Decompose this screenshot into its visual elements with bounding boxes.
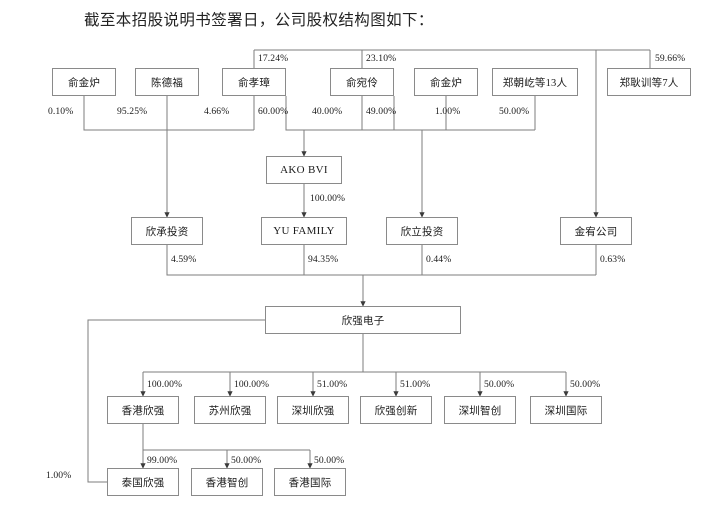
pct-1-00-thai: 1.00%: [46, 470, 72, 481]
pct-top-59-66: 59.66%: [655, 53, 686, 64]
pct-100-00-hk: 100.00%: [147, 379, 183, 390]
node-chen-defu[interactable]: 陈德福: [135, 68, 199, 96]
node-yu-jinlu-1[interactable]: 俞金炉: [52, 68, 116, 96]
node-yu-xiaozhang[interactable]: 俞孝璋: [222, 68, 286, 96]
pct-4-66: 4.66%: [204, 106, 230, 117]
pct-4-59: 4.59%: [171, 254, 197, 265]
pct-0-10: 0.10%: [48, 106, 74, 117]
node-shenzhen-zhichuang[interactable]: 深圳智创: [444, 396, 516, 424]
node-xinqiang-chuangxin[interactable]: 欣强创新: [360, 396, 432, 424]
pct-0-44: 0.44%: [426, 254, 452, 265]
pct-95-25: 95.25%: [117, 106, 148, 117]
pct-50-00-zhichuang: 50.00%: [484, 379, 515, 390]
node-zheng-chaoyi[interactable]: 郑朝屹等13人: [492, 68, 578, 96]
pct-top-23-10: 23.10%: [366, 53, 397, 64]
pct-50-00-hkgj: 50.00%: [314, 455, 345, 466]
pct-top-17-24: 17.24%: [258, 53, 289, 64]
pct-0-63: 0.63%: [600, 254, 626, 265]
node-ako-bvi[interactable]: AKO BVI: [266, 156, 342, 184]
node-xinli-touzi[interactable]: 欣立投资: [386, 217, 458, 245]
pct-50-00-zheng: 50.00%: [499, 106, 530, 117]
pct-1-00-xinli: 1.00%: [435, 106, 461, 117]
page-title: 截至本招股说明书签署日，公司股权结构图如下：: [84, 12, 434, 29]
pct-94-35: 94.35%: [308, 254, 339, 265]
pct-100-00-ako: 100.00%: [310, 193, 346, 204]
pct-50-00-guoji: 50.00%: [570, 379, 601, 390]
pct-51-00-chuangxin: 51.00%: [400, 379, 431, 390]
node-xincheng-touzi[interactable]: 欣承投资: [131, 217, 203, 245]
node-thai-xinqiang[interactable]: 泰国欣强: [107, 468, 179, 496]
node-jinyou-gongsi[interactable]: 金宥公司: [560, 217, 632, 245]
node-zheng-gengxun[interactable]: 郑耿训等7人: [607, 68, 691, 96]
pct-49-00: 49.00%: [366, 106, 397, 117]
node-shenzhen-xinqiang[interactable]: 深圳欣强: [277, 396, 349, 424]
node-yu-jinlu-2[interactable]: 俞金炉: [414, 68, 478, 96]
pct-99-00: 99.00%: [147, 455, 178, 466]
pct-50-00-hkzc: 50.00%: [231, 455, 262, 466]
node-yu-wanling[interactable]: 俞宛伶: [330, 68, 394, 96]
node-hk-xinqiang[interactable]: 香港欣强: [107, 396, 179, 424]
node-hk-zhichuang[interactable]: 香港智创: [191, 468, 263, 496]
node-yu-family[interactable]: YU FAMILY: [261, 217, 347, 245]
node-hk-guoji[interactable]: 香港国际: [274, 468, 346, 496]
node-suzhou-xinqiang[interactable]: 苏州欣强: [194, 396, 266, 424]
pct-51-00-shenzhen: 51.00%: [317, 379, 348, 390]
node-shenzhen-guoji[interactable]: 深圳国际: [530, 396, 602, 424]
node-xinqiang-dianzi[interactable]: 欣强电子: [265, 306, 461, 334]
pct-60-00: 60.00%: [258, 106, 289, 117]
pct-40-00: 40.00%: [312, 106, 343, 117]
pct-100-00-sz: 100.00%: [234, 379, 270, 390]
